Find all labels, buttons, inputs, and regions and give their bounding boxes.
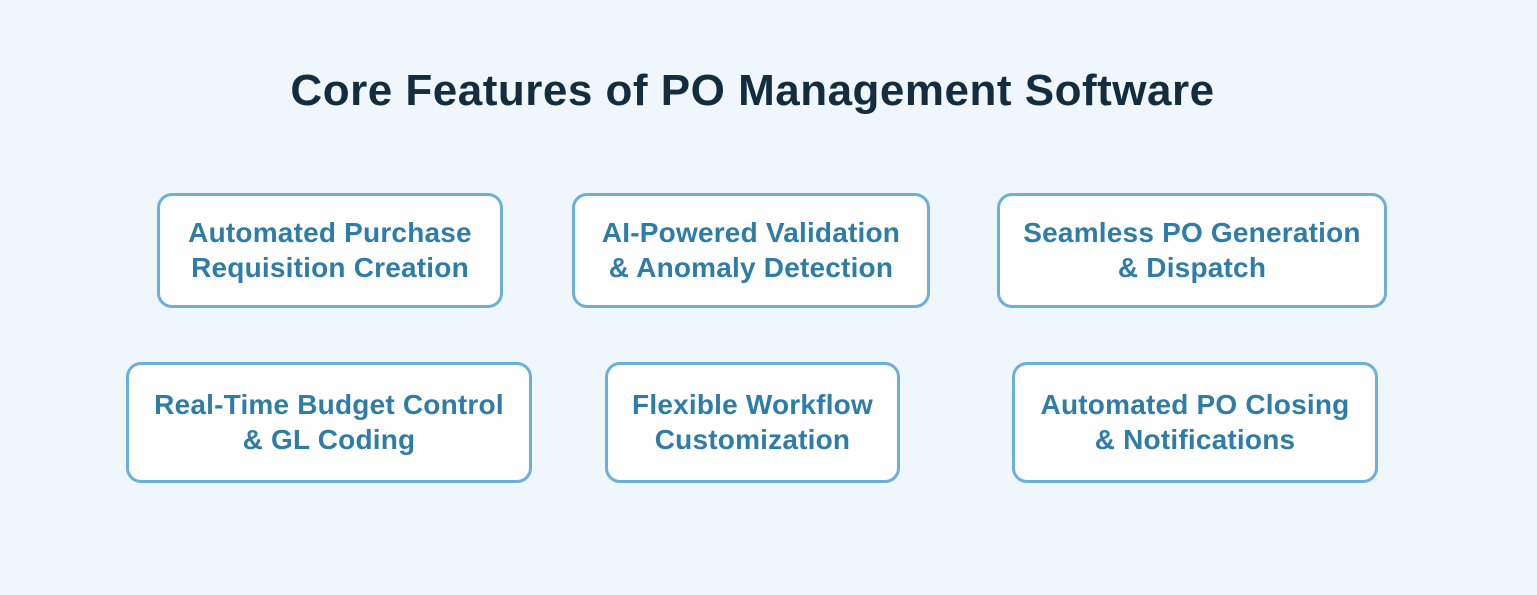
feature-card-line-1: AI-Powered Validation [601,217,901,249]
feature-card-label: Seamless PO Generation & Dispatch [1023,216,1360,284]
feature-card-label: Automated Purchase Requisition Creation [188,216,472,284]
feature-card-line-2: & Notifications [1094,423,1296,455]
feature-card-automated-purchase-requisition: Automated Purchase Requisition Creation [157,193,503,308]
feature-card-label: Flexible Workflow Customization [632,388,873,456]
feature-card-line-2: Requisition Creation [191,251,469,283]
feature-card-budget-control-gl-coding: Real-Time Budget Control & GL Coding [126,362,532,483]
page-title: Core Features of PO Management Software [290,66,1215,115]
feature-card-line-1: Flexible Workflow [632,389,873,421]
feature-card-line-1: Seamless PO Generation [1023,217,1361,249]
feature-card-line-2: & Anomaly Detection [608,251,894,283]
feature-card-line-1: Automated Purchase [188,217,472,249]
feature-card-workflow-customization: Flexible Workflow Customization [605,362,900,483]
feature-card-label: Real-Time Budget Control & GL Coding [154,388,504,456]
feature-card-line-2: & Dispatch [1117,251,1267,283]
feature-card-line-1: Automated PO Closing [1040,389,1350,421]
feature-card-line-2: & GL Coding [242,423,416,455]
feature-card-ai-validation: AI-Powered Validation & Anomaly Detectio… [572,193,930,308]
feature-card-po-generation-dispatch: Seamless PO Generation & Dispatch [997,193,1387,308]
feature-card-label: Automated PO Closing & Notifications [1041,388,1350,456]
feature-card-label: AI-Powered Validation & Anomaly Detectio… [602,216,900,284]
feature-card-po-closing-notifications: Automated PO Closing & Notifications [1012,362,1378,483]
feature-card-line-2: Customization [654,423,851,455]
feature-card-line-1: Real-Time Budget Control [154,389,504,421]
